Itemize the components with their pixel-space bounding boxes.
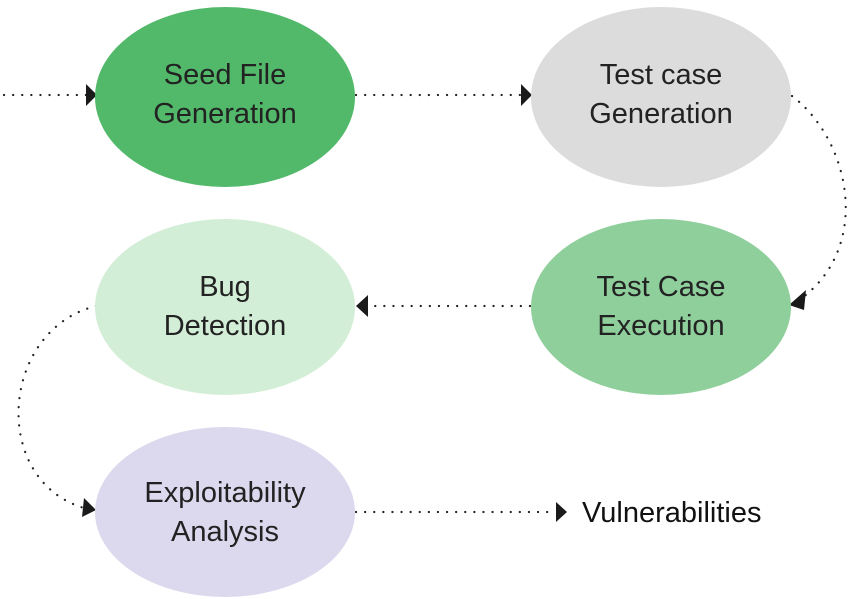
- node-exploit-label-line2: Analysis: [171, 516, 279, 548]
- node-seed-file-generation: Seed File Generation: [95, 7, 355, 187]
- node-bug-label-line1: Bug: [199, 271, 251, 303]
- node-test-case-execution: Test Case Execution: [531, 219, 791, 395]
- arrowhead-exploit-to-output: [556, 502, 567, 522]
- edge-bug-to-exploit: [17, 304, 98, 510]
- arrowhead-seed-to-testgen: [521, 84, 532, 106]
- node-testgen-label-line2: Generation: [589, 98, 733, 130]
- arrowhead-exec-to-bug: [356, 295, 368, 317]
- arrowhead-testgen-to-exec: [789, 290, 806, 310]
- node-test-case-generation: Test case Generation: [531, 7, 791, 187]
- node-exploit-shape: [95, 427, 355, 597]
- node-exploit-label-line1: Exploitability: [144, 477, 306, 509]
- node-bug-label-line2: Detection: [164, 310, 287, 342]
- node-seed-shape: [95, 7, 355, 187]
- arrowhead-bug-to-exploit: [82, 498, 96, 517]
- node-testgen-label-line1: Test case: [600, 59, 723, 91]
- node-exploitability-analysis: Exploitability Analysis: [95, 427, 355, 597]
- node-seed-label-line2: Generation: [153, 98, 297, 130]
- arrowhead-input-to-seed: [86, 84, 97, 106]
- node-testgen-shape: [531, 7, 791, 187]
- edge-testgen-to-exec: [790, 94, 847, 300]
- node-bug-shape: [95, 219, 355, 395]
- node-exec-label-line1: Test Case: [597, 271, 726, 303]
- node-seed-label-line1: Seed File: [164, 59, 287, 91]
- node-exec-shape: [531, 219, 791, 395]
- output-vulnerabilities-label: Vulnerabilities: [582, 497, 761, 529]
- node-exec-label-line2: Execution: [597, 310, 724, 342]
- node-bug-detection: Bug Detection: [95, 219, 355, 395]
